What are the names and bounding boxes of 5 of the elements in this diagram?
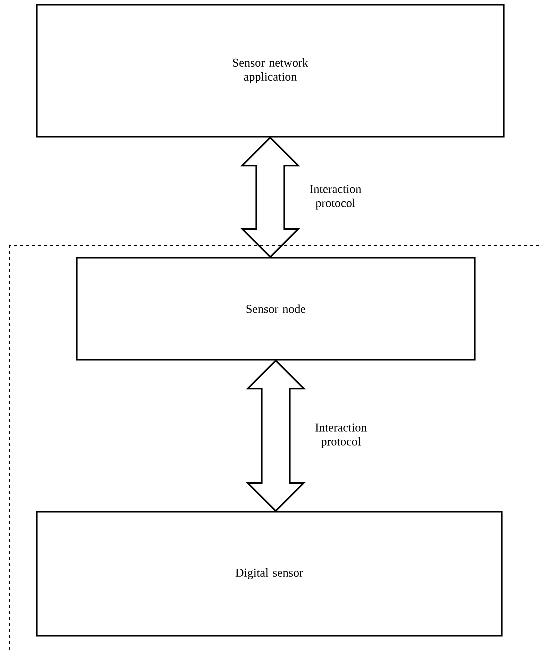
edge-label: Interaction protocol xyxy=(310,185,362,210)
process-box: Sensor node xyxy=(76,257,476,361)
process-box: Sensor network application xyxy=(36,4,505,138)
process-box: Digital sensor xyxy=(36,511,503,637)
edge-label: Interaction protocol xyxy=(316,424,368,448)
